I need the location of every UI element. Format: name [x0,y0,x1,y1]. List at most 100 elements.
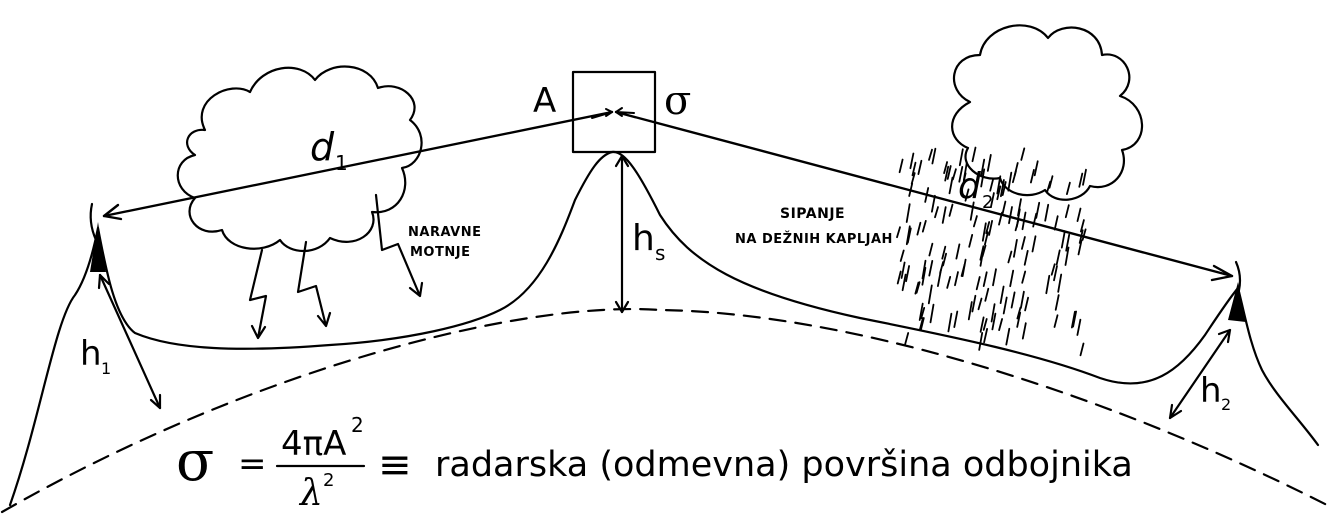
lightning-bolt-3 [374,193,424,298]
rain-streak [1031,235,1037,253]
rain-streak [968,233,974,248]
rain-streak [1080,219,1085,233]
rain-streak [919,317,925,332]
lightning-bolt-1 [248,248,268,340]
rain-streak [971,294,977,313]
rain-streak [1053,314,1059,328]
h1-arrow [98,273,162,410]
formula-numerator: 4πA [281,424,346,464]
rain-streak [1078,172,1084,188]
formula-numerator-exp: 2 [351,413,364,437]
rain-streak [1072,310,1077,328]
rain-streak [979,316,985,333]
rain-streak [896,226,901,239]
rain-streak [1021,236,1026,250]
rain-streak [1064,204,1070,219]
rain-streak [988,219,993,236]
rain-streak [906,227,912,244]
rain-streak [1057,273,1063,293]
rain-streak [943,161,948,175]
rain-streak [948,176,954,195]
rain-streak [1053,215,1059,231]
rain-streak [1023,249,1029,266]
rain-streak [1079,342,1085,357]
rain-streak [898,158,904,174]
rain-streak [917,159,923,176]
rain-streak [910,172,916,185]
rain-streak [971,146,977,163]
rain-streak [944,165,950,182]
rain-streak [909,152,915,170]
rain-streak [954,271,959,287]
rain-streak [1054,294,1060,311]
left-antenna [90,222,106,272]
rain-streak [998,318,1003,332]
rain-streak [1009,269,1015,288]
label-d1: d [310,125,335,169]
rain-streak [1065,233,1071,252]
rain-streak [986,153,992,172]
label-h1-sub: 1 [101,359,111,378]
rain-streak [981,222,987,242]
rain-streak [1024,296,1029,312]
rain-streak [914,281,920,295]
right-antenna [1228,282,1246,322]
hs-arrow-bottom [614,300,630,314]
left-antenna-dish [89,202,98,242]
rain-streak [916,221,922,236]
rain-streak [1010,291,1016,309]
label-d1-sub: 1 [335,151,348,175]
earth-curvature [0,307,1329,514]
rain-streak [908,182,914,197]
rain-streak [958,148,964,167]
rain-streak [983,327,988,344]
rain-streak [941,206,947,224]
rain-streak [1048,175,1054,189]
rain-streak [958,165,964,183]
rain-streak [1021,322,1027,340]
rain-streak [1076,318,1082,336]
lightning-bolt-2 [296,240,332,328]
rain-streaks [896,146,1087,357]
beam-right-arrowhead [1210,264,1234,282]
h2-arrow-top [1217,328,1232,344]
rain-streak [1053,265,1058,282]
right-antenna-dish [1234,260,1242,302]
rain-streak [900,261,906,279]
rain-streak [1021,211,1027,231]
rain-streak [915,281,921,294]
label-d2-sub: 2 [982,192,993,213]
label-hs-sub: s [655,241,665,265]
rain-streak [1021,270,1027,284]
rain-streak [953,310,959,329]
rain-streak [985,221,991,235]
rain-streak [975,276,981,291]
rain-streak [927,284,933,305]
rain-streak [980,168,986,188]
label-h2: h [1200,371,1222,411]
hs-arrow-top [614,154,630,168]
annotation-storm-line1: NARAVNE [408,225,481,240]
rain-streak [1081,228,1087,241]
beam-left [102,110,614,218]
formula-denominator-exp: 2 [323,470,334,491]
rain-streak [964,188,970,202]
rain-streak [996,185,1002,201]
rain-streak [946,275,952,289]
rain-streak [928,259,934,277]
rain-streak [961,172,967,188]
rain-streak [981,244,987,258]
rain-streak [980,158,986,177]
rain-streak [1002,296,1008,315]
h2-arrow-bottom [1168,403,1183,420]
rain-streak [990,192,995,209]
rain-streak [989,177,995,192]
rain-streak [1050,263,1056,276]
rain-streak [934,206,939,219]
rain-streak [1013,238,1018,258]
label-d2: d [958,166,982,207]
rain-cloud [951,24,1144,201]
rain-streak [899,249,905,262]
beam-left-arrowhead [102,203,123,221]
